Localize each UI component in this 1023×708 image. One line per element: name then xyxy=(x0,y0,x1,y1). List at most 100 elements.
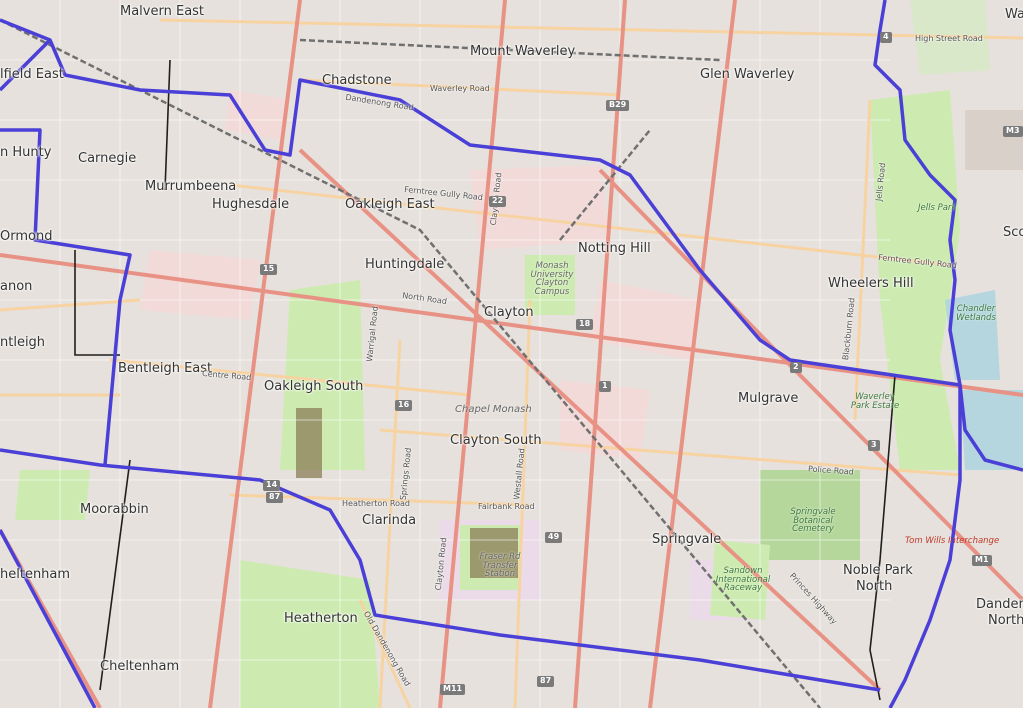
park-label: Sandown International Raceway xyxy=(715,566,771,593)
road-blackburn xyxy=(573,0,627,708)
road-centre xyxy=(109,358,471,397)
park xyxy=(470,528,518,578)
place-label: Fraser Rd Transfer Station xyxy=(479,552,521,579)
suburb-label: Wheelers Hill xyxy=(828,276,914,291)
road-jells xyxy=(853,99,872,421)
suburb-label: Oakleigh South xyxy=(264,379,364,394)
route-shield: B29 xyxy=(606,100,630,111)
commercial-area xyxy=(225,90,290,140)
road-misc xyxy=(0,298,141,312)
route-shield: 87 xyxy=(537,676,555,687)
commercial-area xyxy=(140,250,260,320)
suburb-label: Moorabbin xyxy=(80,502,149,517)
road-label: Fairbank Road xyxy=(478,502,535,511)
industrial-area xyxy=(965,110,1023,170)
wetland xyxy=(945,290,1000,380)
campus-label: Monash University Clayton Campus xyxy=(530,261,574,297)
area-label: Chapel Monash xyxy=(455,404,532,415)
route-shield: 4 xyxy=(880,32,892,43)
route-shield: M3 xyxy=(1003,126,1023,137)
route-shield: 16 xyxy=(395,400,413,411)
railway-line xyxy=(559,129,651,241)
suburb-label: Glen Waverley xyxy=(700,67,795,82)
road-warrigal xyxy=(208,0,302,708)
suburb-label: Noble Park xyxy=(843,563,913,578)
suburb-label: lfield East xyxy=(0,67,64,82)
suburb-label: n Hunty xyxy=(0,145,52,160)
road-princes-highway xyxy=(298,148,882,692)
suburb-label: Cheltenham xyxy=(100,659,180,674)
suburb-label: Clayton South xyxy=(450,433,542,448)
route-shield: 3 xyxy=(868,440,880,451)
suburb-label: Notting Hill xyxy=(578,241,651,256)
route-shield: 15 xyxy=(260,264,278,275)
suburb-label: Chadstone xyxy=(322,73,392,88)
suburb-label: Ormond xyxy=(0,229,53,244)
suburb-label: Murrumbeena xyxy=(145,179,237,194)
park xyxy=(296,408,322,478)
suburb-label: Mount Waverley xyxy=(470,44,576,59)
road-north xyxy=(0,253,1023,397)
road-label: High Street Road xyxy=(915,34,983,43)
suburb-label: North xyxy=(988,613,1023,628)
suburb-label: Mulgrave xyxy=(738,391,799,406)
suburb-label: Clayton xyxy=(484,305,534,320)
park xyxy=(760,470,860,560)
route-shield: 87 xyxy=(266,492,284,503)
suburb-boundary xyxy=(164,59,171,191)
suburb-boundary xyxy=(74,250,120,356)
suburb-boundary xyxy=(99,459,131,691)
park-label: Waverley Park Estate xyxy=(850,392,900,411)
suburb-label: Bentleigh East xyxy=(118,361,213,376)
route-shield: M1 xyxy=(972,555,992,566)
lga-boundary xyxy=(0,128,132,466)
suburb-label: Wa xyxy=(1005,7,1023,22)
railway-line xyxy=(299,38,721,62)
suburb-label: Dandeno xyxy=(976,597,1023,612)
suburb-label: Huntingdale xyxy=(365,257,445,272)
suburb-label: Sco xyxy=(1003,225,1023,240)
suburb-label: anon xyxy=(0,279,33,294)
wetland xyxy=(960,390,1023,470)
suburb-label: Oakleigh East xyxy=(345,197,435,212)
interchange-label: Tom Wills Interchange xyxy=(905,536,1000,546)
road-old-dandenong xyxy=(358,599,412,708)
route-shield: 14 xyxy=(263,480,281,491)
lga-boundary xyxy=(873,0,1023,472)
park-label: Springvale Botanical Cemetery xyxy=(790,507,836,534)
suburb-label: Clarinda xyxy=(362,513,417,528)
suburb-label: Hughesdale xyxy=(212,197,290,212)
lga-boundary xyxy=(0,38,52,92)
suburb-label: ntleigh xyxy=(0,335,46,350)
suburb-label: Springvale xyxy=(652,532,722,547)
suburb-label: Carnegie xyxy=(78,151,137,166)
road-waverley xyxy=(299,78,621,97)
road-springvale xyxy=(648,0,737,708)
park-label: Chandler Wetlands xyxy=(956,304,996,323)
route-shield: 22 xyxy=(489,196,507,207)
park xyxy=(15,470,90,520)
lga-boundary xyxy=(888,385,962,708)
suburb-label: heltenham xyxy=(0,567,71,582)
route-shield: M11 xyxy=(440,684,466,695)
lga-boundary xyxy=(0,448,881,692)
lga-boundary xyxy=(0,529,97,708)
route-shield: 1 xyxy=(599,381,611,392)
road-clayton xyxy=(438,0,507,708)
road-westall xyxy=(513,299,532,708)
road-label: Heatherton Road xyxy=(342,499,410,508)
park xyxy=(280,280,365,470)
park xyxy=(240,560,380,708)
suburb-label: Malvern East xyxy=(120,4,205,19)
lga-boundary xyxy=(0,18,961,387)
road-police xyxy=(379,428,961,477)
park-label: Jells Park xyxy=(918,203,957,213)
route-shield: 49 xyxy=(545,532,563,543)
road-label: Waverley Road xyxy=(430,84,490,93)
suburb-label: Heatherton xyxy=(284,611,358,626)
route-shield: 18 xyxy=(576,319,594,330)
suburb-label: North xyxy=(856,579,893,594)
suburb-boundary xyxy=(869,374,896,701)
